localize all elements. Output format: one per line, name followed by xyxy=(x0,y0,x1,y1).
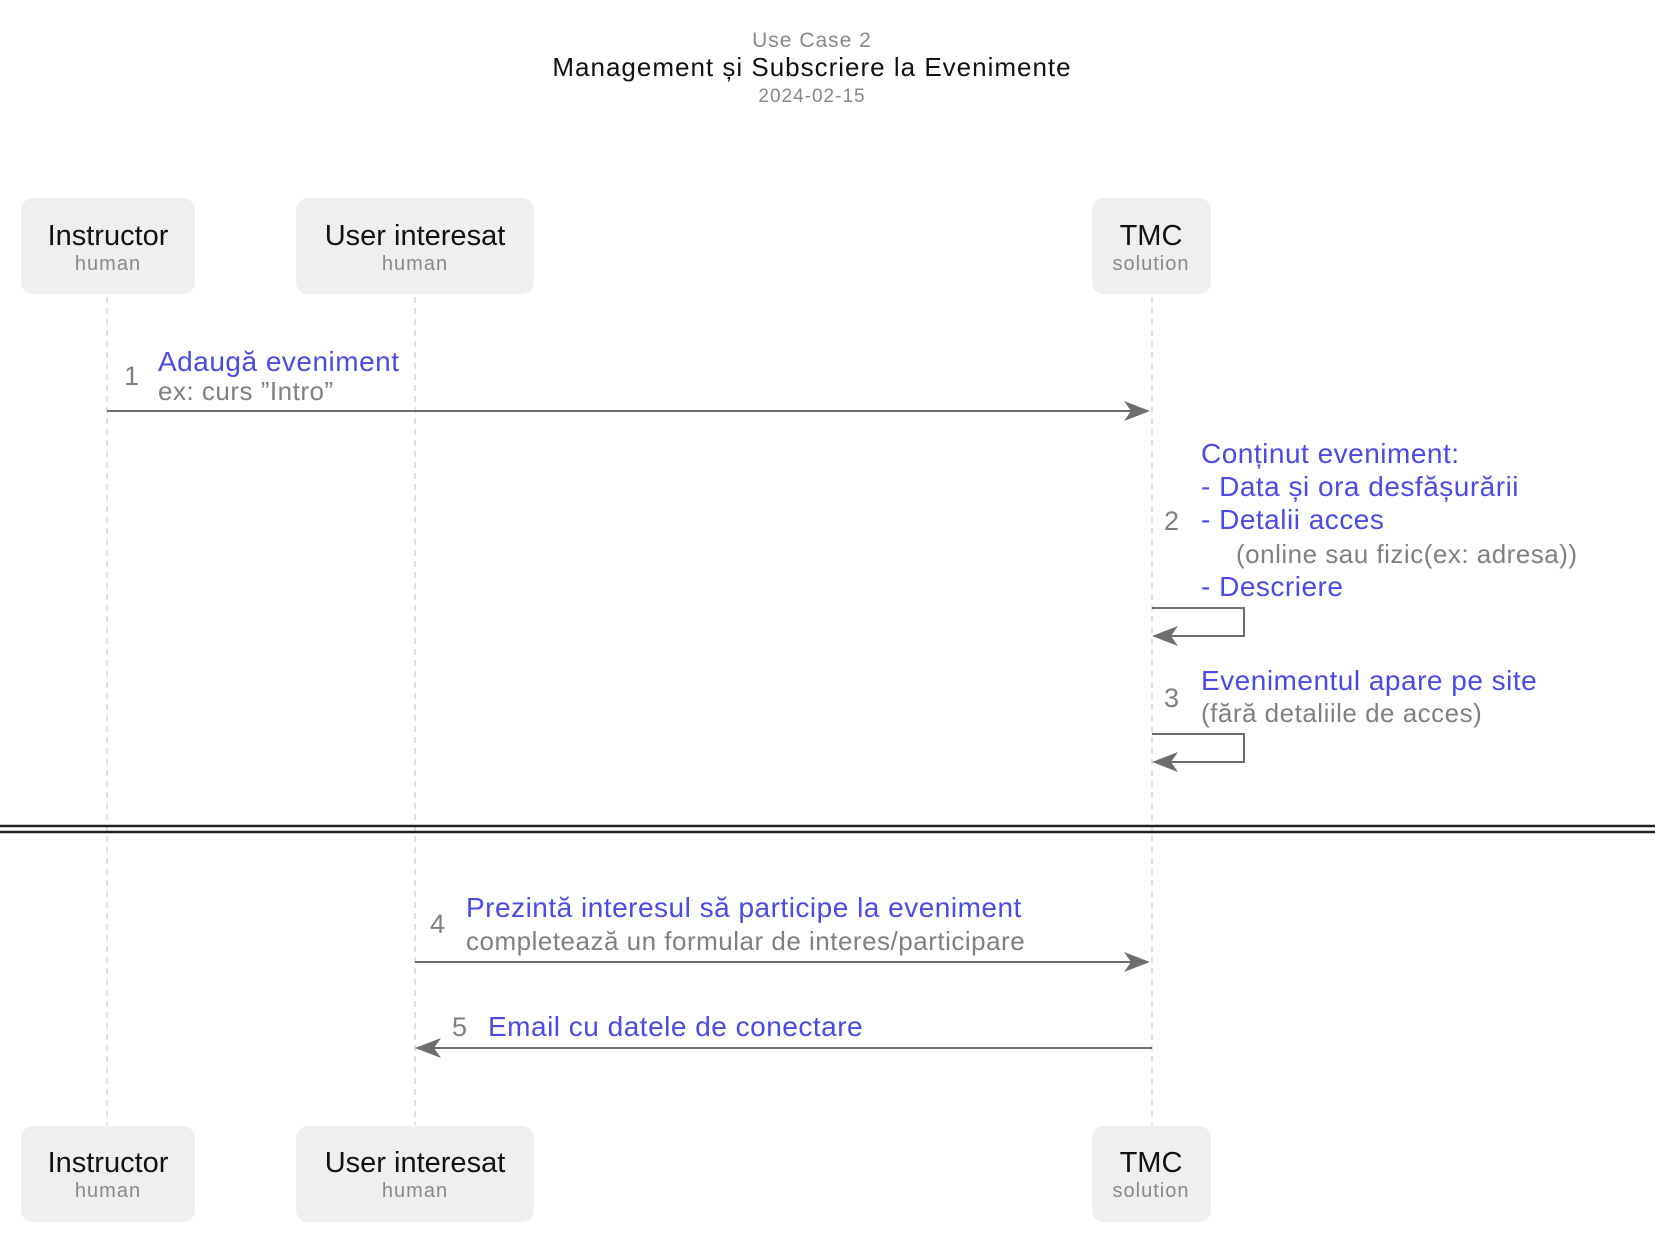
message-2: 2 Conținut eveniment: - Data și ora desf… xyxy=(1152,438,1578,646)
diagram-supertitle: Use Case 2 xyxy=(752,29,872,52)
message-5: 5 Email cu datele de conectare xyxy=(415,1011,1152,1058)
message-label: Prezintă interesul să participe la eveni… xyxy=(466,892,1022,923)
participant-tmc-top: TMC solution xyxy=(1092,198,1211,294)
participant-type: human xyxy=(382,253,448,275)
participant-name: User interesat xyxy=(325,1147,506,1179)
participant-type: human xyxy=(382,1180,448,1202)
diagram-date: 2024-02-15 xyxy=(758,86,865,107)
participant-tmc-bottom: TMC solution xyxy=(1092,1126,1211,1222)
arrowhead-icon xyxy=(1124,952,1150,972)
arrowhead-icon xyxy=(1152,752,1178,772)
message-sublabel: (online sau fizic(ex: adresa)) xyxy=(1236,539,1578,569)
message-label: Adaugă eveniment xyxy=(158,346,400,377)
participant-type: human xyxy=(75,253,141,275)
message-arrow xyxy=(1152,733,1245,763)
message-label: - Data și ora desfășurării xyxy=(1201,471,1519,502)
message-sublabel: ex: curs ”Intro” xyxy=(158,376,334,406)
message-number: 2 xyxy=(1164,506,1179,536)
participant-name: Instructor xyxy=(48,1147,169,1179)
section-divider xyxy=(0,824,1655,834)
message-number: 5 xyxy=(452,1012,467,1042)
participant-user-interesat-bottom: User interesat human xyxy=(296,1126,534,1222)
message-4: 4 Prezintă interesul să participe la eve… xyxy=(415,892,1150,972)
participant-type: solution xyxy=(1113,253,1190,275)
message-number: 4 xyxy=(430,909,445,939)
message-label: Evenimentul apare pe site xyxy=(1201,665,1537,696)
participant-type: solution xyxy=(1113,1180,1190,1202)
participant-instructor-top: Instructor human xyxy=(21,198,195,294)
participant-name: TMC xyxy=(1120,220,1183,252)
participant-name: Instructor xyxy=(48,220,169,252)
message-label: Email cu datele de conectare xyxy=(488,1011,863,1042)
message-sublabel: completează un formular de interes/parti… xyxy=(466,926,1025,956)
message-label: - Descriere xyxy=(1201,571,1343,602)
message-arrow xyxy=(1152,607,1245,637)
arrowhead-icon xyxy=(1152,626,1178,646)
participant-type: human xyxy=(75,1180,141,1202)
participant-name: TMC xyxy=(1120,1147,1183,1179)
participant-instructor-bottom: Instructor human xyxy=(21,1126,195,1222)
message-sublabel: (fără detaliile de acces) xyxy=(1201,698,1482,728)
diagram-title: Management și Subscriere la Evenimente xyxy=(552,52,1071,82)
message-1: 1 Adaugă eveniment ex: curs ”Intro” xyxy=(107,346,1150,421)
participant-user-interesat-top: User interesat human xyxy=(296,198,534,294)
participant-name: User interesat xyxy=(325,220,506,252)
message-label: - Detalii acces xyxy=(1201,504,1384,535)
message-3: 3 Evenimentul apare pe site (fără detali… xyxy=(1152,665,1537,772)
message-number: 3 xyxy=(1164,683,1179,713)
arrowhead-icon xyxy=(1124,401,1150,421)
message-number: 1 xyxy=(124,361,139,391)
arrowhead-icon xyxy=(415,1038,441,1058)
message-label: Conținut eveniment: xyxy=(1201,438,1460,469)
